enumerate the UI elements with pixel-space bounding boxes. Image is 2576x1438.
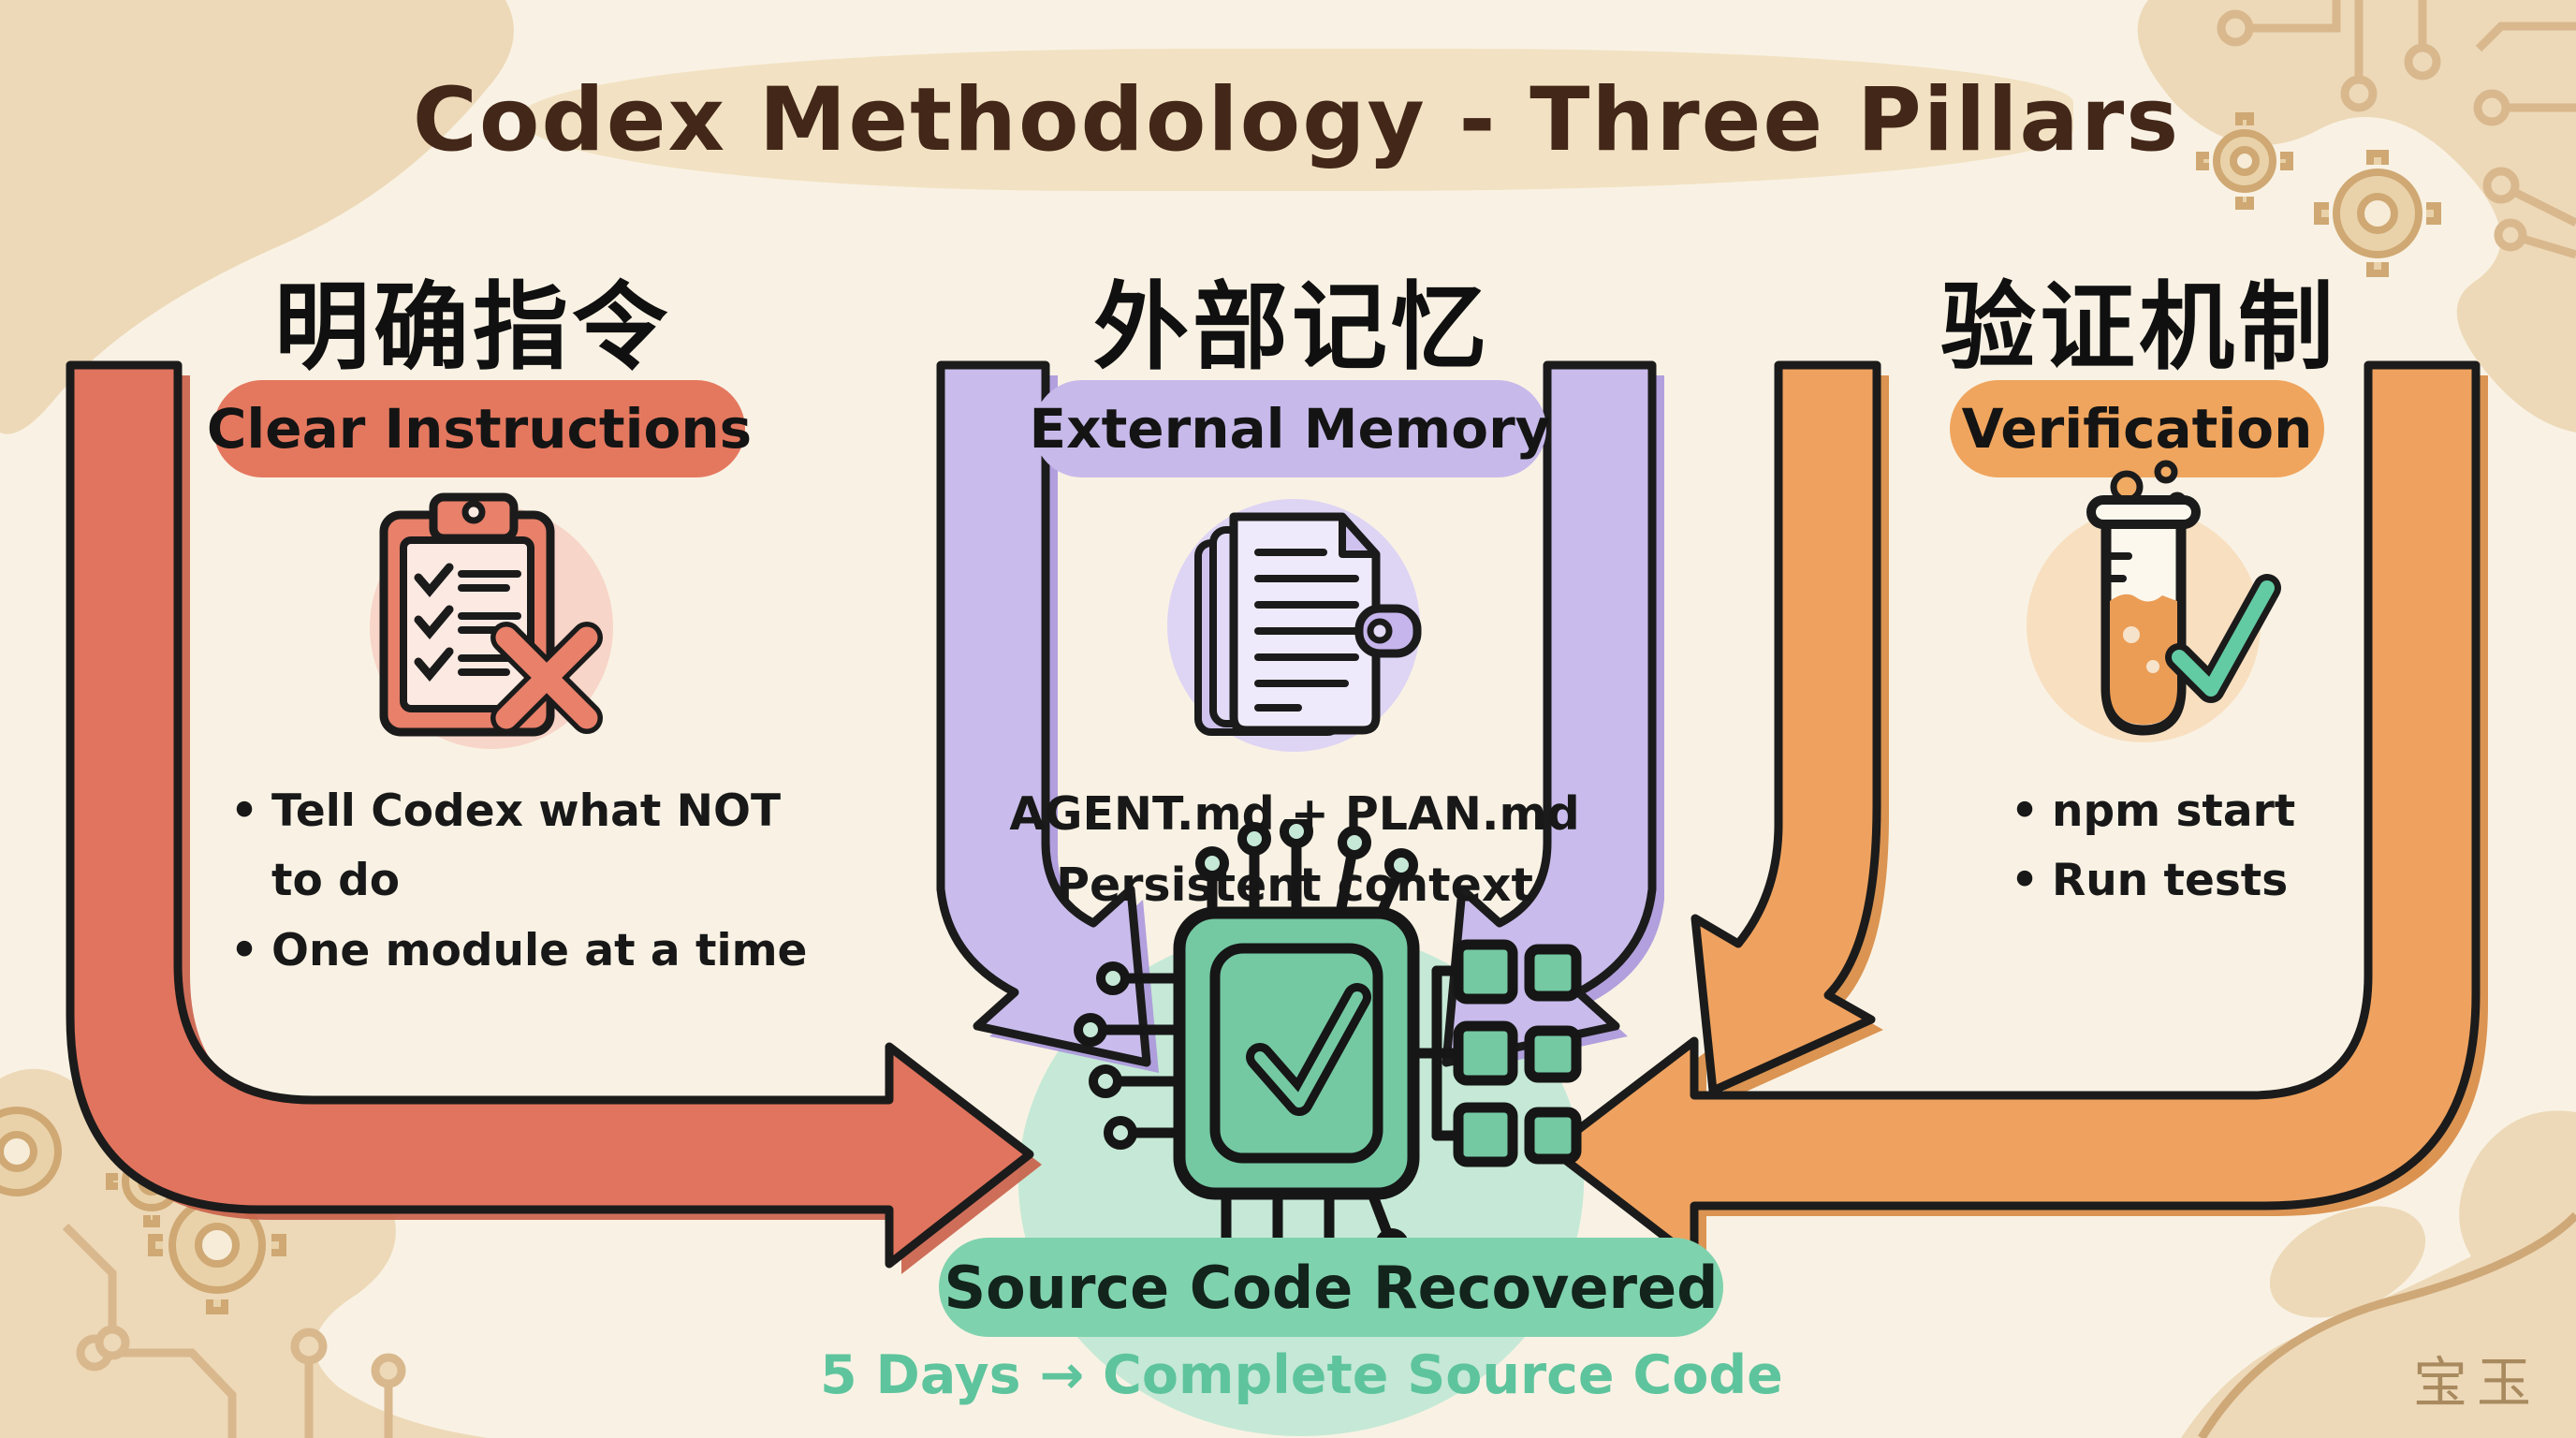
verification-arrow-main [1547, 360, 2481, 1264]
clear-instructions-arrow [66, 360, 1034, 1269]
bullet-item: Run tests [2003, 846, 2396, 917]
corner-blob-top-right [2137, 0, 2576, 433]
result-caption: 5 Days → Complete Source Code [820, 1344, 1783, 1406]
pillar-verification-notes: npm start Run tests [2003, 777, 2396, 917]
pillar-clear-instructions-notes: Tell Codex what NOT to do One module at … [223, 777, 841, 986]
circuit-traces-bottom-left [62, 1223, 406, 1438]
gears-top-right [2196, 112, 2441, 277]
pillar-external-memory-heading-zh: 外部记忆 [1093, 272, 1490, 384]
corner-blob-top-left [0, 0, 514, 434]
watermark: 宝玉 [2412, 1351, 2540, 1415]
bean-blob [2269, 1206, 2426, 1318]
pillar-verification-pill: Verification [1950, 380, 2324, 477]
pillar-verification-heading-zh: 验证机制 [1940, 272, 2337, 384]
pillar-clear-instructions-heading-zh: 明确指令 [274, 272, 671, 384]
result-pill-label: Source Code Recovered [944, 1253, 1719, 1322]
result-pill: Source Code Recovered [939, 1238, 1723, 1337]
pillar-verification-heading-en: Verification [1961, 397, 2313, 461]
test-tube-check-icon [2027, 460, 2281, 742]
circuit-traces-top-right [2217, 0, 2576, 259]
pillar-external-memory-pill: External Memory [1030, 380, 1550, 477]
bullet-item: One module at a time [223, 917, 841, 987]
verification-arrow-diagonal [1690, 360, 1881, 1095]
pillar-clear-instructions-pill: Clear Instructions [207, 380, 752, 477]
title-banner: Codex Methodology - Three Pillars [413, 49, 2178, 191]
wave-line [2198, 1211, 2576, 1438]
clipboard-x-icon [370, 492, 613, 749]
page-title: Codex Methodology - Three Pillars [412, 68, 2181, 171]
documents-icon [1167, 499, 1422, 752]
bullet-item: npm start [2003, 777, 2396, 847]
bullet-item: Tell Codex what NOT to do [223, 777, 841, 917]
pillar-external-memory-heading-en: External Memory [1029, 397, 1551, 461]
external-memory-arrow-left [936, 360, 1151, 1067]
pillar-clear-instructions-heading-en: Clear Instructions [206, 397, 753, 461]
